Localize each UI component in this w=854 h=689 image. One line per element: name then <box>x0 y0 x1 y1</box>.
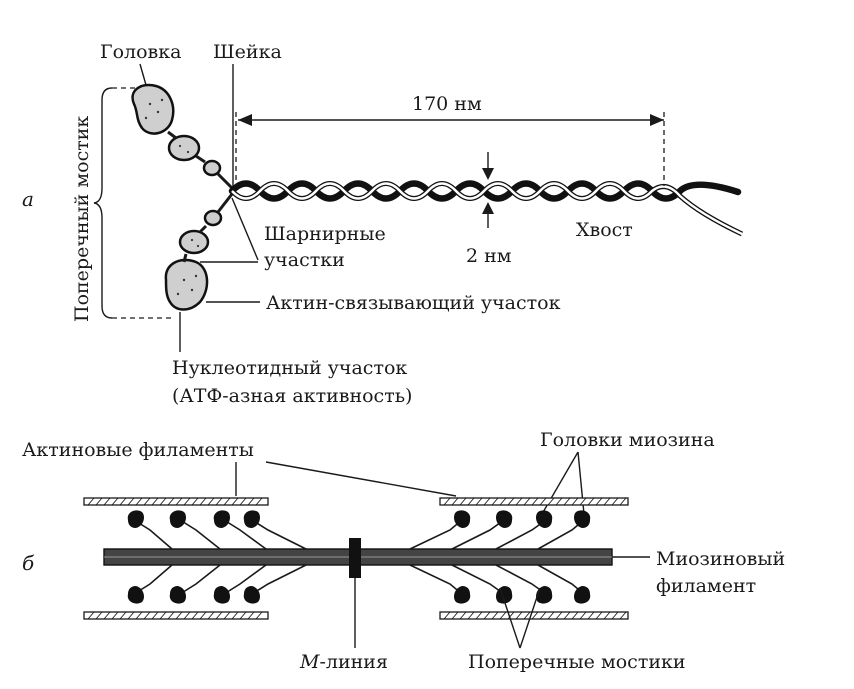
actin-filaments-label: Актиновые филаменты <box>22 439 254 461</box>
panel-a-letter: а <box>22 187 34 211</box>
m-line <box>349 538 361 578</box>
nucleotide-label-line2: (АТФ-азная активность) <box>172 385 412 407</box>
head-label: Головка <box>100 41 181 63</box>
myosin-filament-label-line2: филамент <box>656 575 756 597</box>
upper-head-chain <box>131 83 234 190</box>
actin-filament-bottom-left <box>83 611 269 620</box>
tail-label: Хвост <box>576 219 633 241</box>
width-dimension-arrows <box>482 152 494 228</box>
cross-bridges-right-top <box>409 510 591 550</box>
panel-b-letter: б <box>22 551 35 575</box>
lower-head-chain <box>164 193 234 311</box>
hinge-leader-upper <box>231 197 259 261</box>
actin-leader-right <box>265 461 457 497</box>
hinge-label-line2: участки <box>264 249 345 271</box>
m-line-letter: М <box>299 651 320 673</box>
m-line-rest: -линия <box>319 651 387 673</box>
actin-filament-top-right <box>439 497 629 506</box>
width-label: 2 нм <box>466 245 512 267</box>
cross-bridges-leaders <box>499 587 541 649</box>
actin-filament-top-left <box>83 497 269 506</box>
cross-bridge-bracket <box>93 87 172 319</box>
panel-b: б Актиновые филаменты Головки миозина <box>22 429 785 673</box>
cross-bridges-right-bottom <box>409 564 591 604</box>
cross-bridge-label: Поперечный мостик <box>71 116 93 322</box>
hinge-label-line1: Шарнирные <box>264 223 386 245</box>
cross-bridges-left-bottom <box>127 564 307 604</box>
neck-label: Шейка <box>213 41 282 63</box>
actin-binding-label: Актин-связывающий участок <box>266 292 561 314</box>
nucleotide-label-line1: Нуклеотидный участок <box>172 357 407 379</box>
length-dimension-arrow <box>235 112 665 186</box>
coiled-coil-tail <box>228 180 744 237</box>
length-label: 170 нм <box>412 93 482 115</box>
actin-filament-bottom-right <box>439 611 629 620</box>
myosin-heads-label: Головки миозина <box>540 429 715 451</box>
panel-a: а Поперечный мостик Головка Шейка <box>22 41 744 407</box>
cross-bridges-left-top <box>127 510 307 550</box>
m-line-label: М-линия <box>299 651 388 673</box>
myosin-filament-label-line1: Миозиновый <box>656 548 785 570</box>
cross-bridges-label: Поперечные мостики <box>468 651 686 673</box>
